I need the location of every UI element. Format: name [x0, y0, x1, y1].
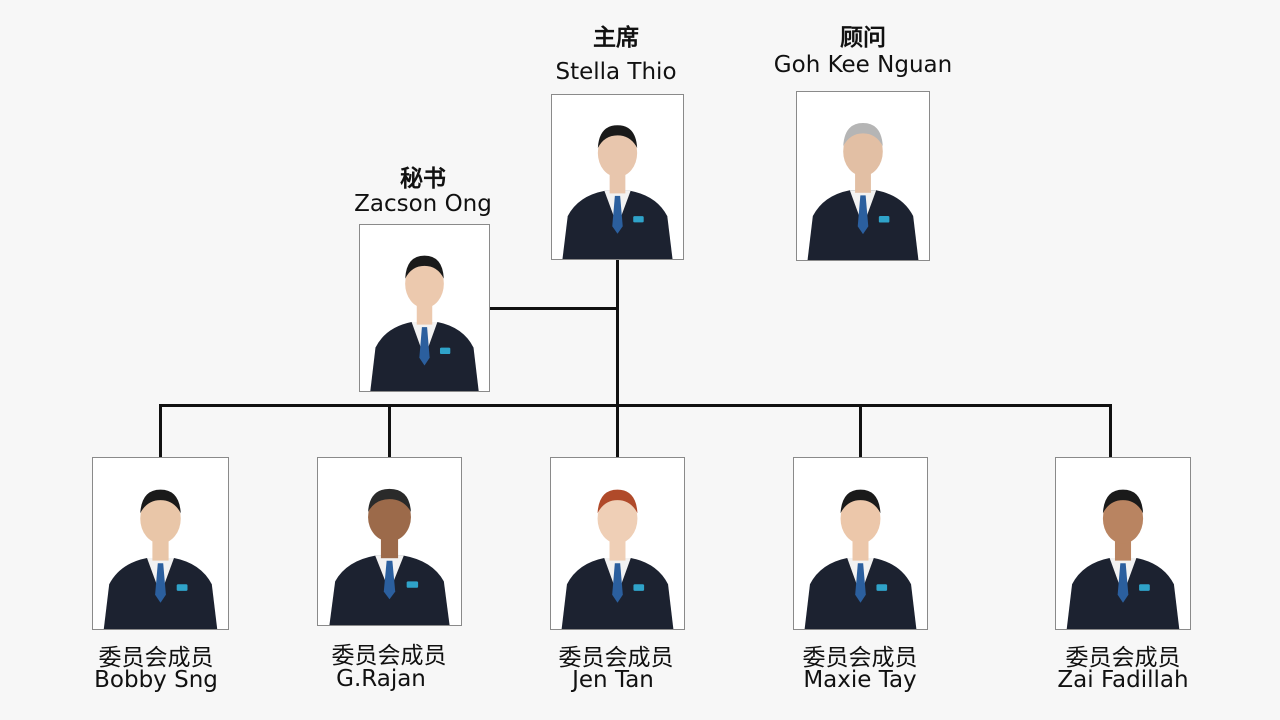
member-role: 委员会成员	[558, 645, 674, 671]
chairman-name: Stella Thio	[555, 59, 677, 85]
advisor-name: Goh Kee Nguan	[773, 52, 953, 78]
member-name: Zai Fadillah	[1057, 667, 1189, 693]
secretary-name: Zacson Ong	[354, 191, 492, 217]
member-role: 委员会成员	[802, 645, 918, 671]
secretary-photo	[359, 224, 490, 392]
connector-secretary	[489, 307, 617, 310]
connector-member-1	[159, 404, 162, 459]
chairman-role: 主席	[593, 25, 639, 51]
connector-member-3	[616, 404, 619, 459]
connector-horizontal-bus	[159, 404, 1112, 407]
member-photo-zai-fadillah	[1055, 457, 1191, 630]
secretary-role: 秘书	[400, 166, 446, 192]
member-name: Jen Tan	[572, 667, 654, 693]
member-role: 委员会成员	[331, 643, 447, 669]
member-photo-bobby-sng	[92, 457, 229, 630]
chairman-photo	[551, 94, 684, 260]
connector-member-5	[1109, 404, 1112, 459]
advisor-photo	[796, 91, 930, 261]
member-name: Maxie Tay	[803, 667, 917, 693]
connector-chair-down	[616, 259, 619, 407]
member-role: 委员会成员	[1065, 645, 1181, 671]
member-photo-g-rajan	[317, 457, 462, 626]
connector-member-4	[859, 404, 862, 459]
member-photo-maxie-tay	[793, 457, 928, 630]
member-name: Bobby Sng	[94, 667, 218, 693]
member-role: 委员会成员	[98, 645, 214, 671]
connector-member-2	[388, 404, 391, 459]
advisor-role: 顾问	[840, 25, 886, 51]
member-photo-jen-tan	[550, 457, 685, 630]
member-name: G.Rajan	[336, 666, 426, 692]
